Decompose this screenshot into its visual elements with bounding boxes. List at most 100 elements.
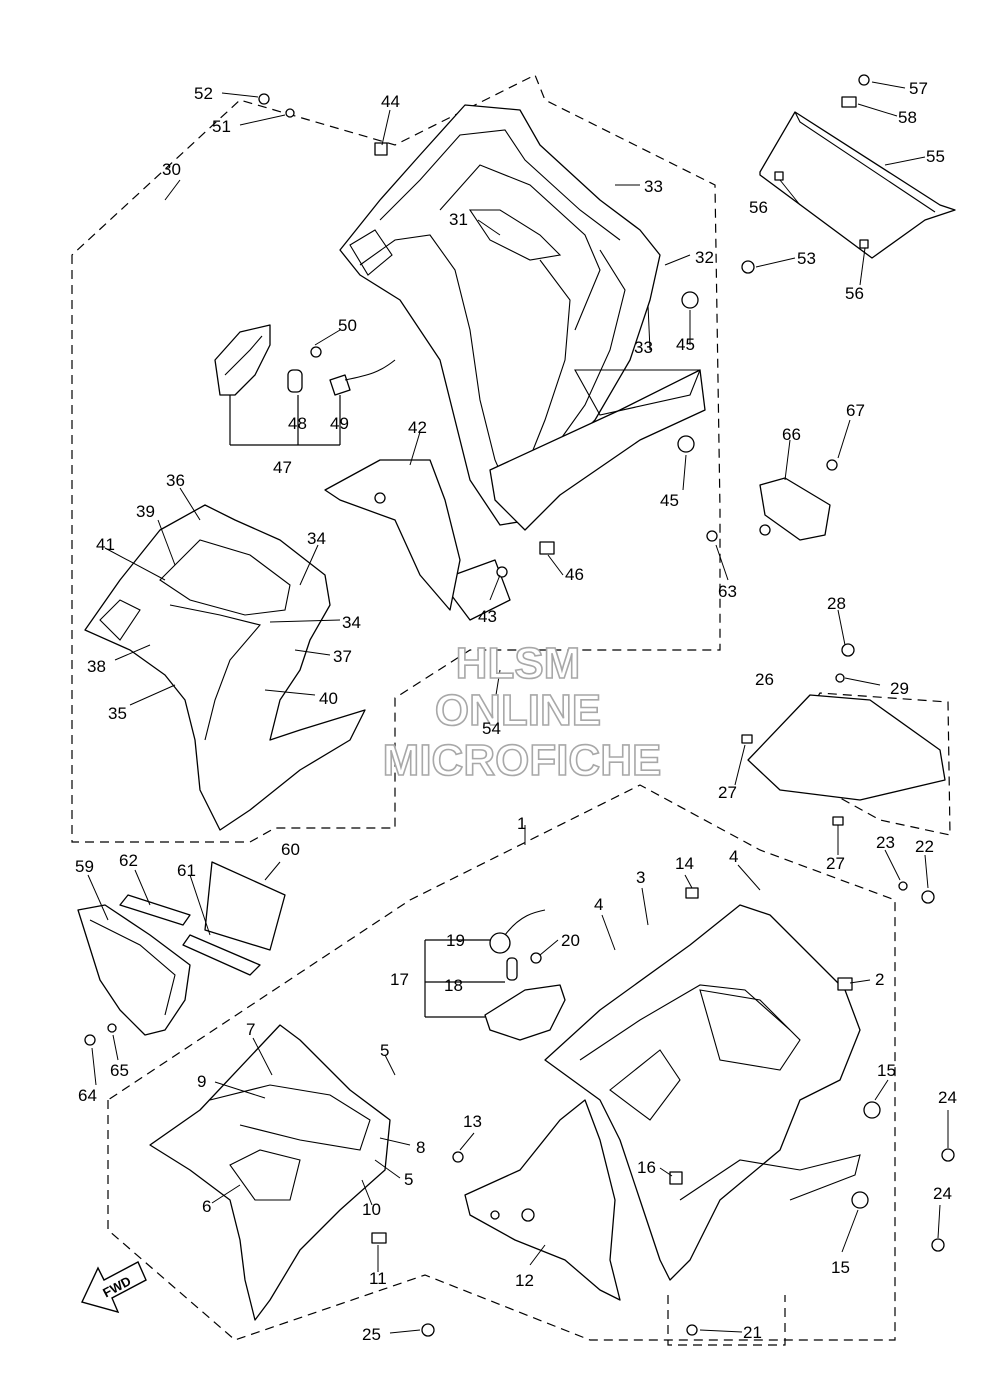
callout-44: 44 [381, 92, 400, 111]
strip-61 [182, 934, 261, 976]
callout-22: 22 [915, 837, 934, 856]
callout-40: 40 [319, 689, 338, 708]
callout-64: 64 [78, 1086, 97, 1105]
lamp-assembly-47 [214, 324, 396, 396]
callout-42: 42 [408, 418, 427, 437]
callout-66: 66 [782, 425, 801, 444]
callout-7: 7 [246, 1020, 255, 1039]
callout-65: 65 [110, 1061, 129, 1080]
grommet-45-lower [677, 435, 695, 453]
watermark: HLSM ONLINE MICROFICHE [382, 638, 662, 786]
callout-15: 15 [877, 1061, 896, 1080]
callout-15: 15 [831, 1258, 850, 1277]
callout-27: 27 [718, 783, 737, 802]
callout-4: 4 [729, 847, 738, 866]
callout-62: 62 [119, 851, 138, 870]
callout-34: 34 [307, 529, 326, 548]
upper-cowling [339, 104, 706, 621]
callout-67: 67 [846, 401, 865, 420]
watermark-line-2: ONLINE [435, 686, 601, 735]
callout-10: 10 [362, 1200, 381, 1219]
callout-19: 19 [446, 931, 465, 950]
callout-56: 56 [749, 198, 768, 217]
callout-29: 29 [890, 679, 909, 698]
callout-2: 2 [875, 970, 884, 989]
callout-28: 28 [827, 594, 846, 613]
callout-11: 11 [369, 1269, 387, 1288]
sticker-60 [204, 861, 286, 951]
callout-17: 17 [390, 970, 409, 989]
callout-45: 45 [660, 491, 679, 510]
callout-18: 18 [444, 976, 463, 995]
callout-39: 39 [136, 502, 155, 521]
callout-58: 58 [898, 108, 917, 127]
callout-8: 8 [416, 1138, 425, 1157]
callout-51: 51 [212, 117, 231, 136]
callout-5: 5 [404, 1170, 413, 1189]
side-cover-6 [149, 1024, 391, 1321]
strip-62 [119, 894, 191, 926]
callout-55: 55 [926, 147, 945, 166]
callout-61: 61 [177, 861, 196, 880]
group-21-box [667, 1295, 786, 1346]
cowl-lower-flange [489, 369, 706, 531]
callout-32: 32 [695, 248, 714, 267]
callout-43: 43 [478, 607, 497, 626]
callout-16: 16 [637, 1158, 656, 1177]
callout-49: 49 [330, 414, 349, 433]
callout-36: 36 [166, 471, 185, 490]
callout-60: 60 [281, 840, 300, 859]
watermark-line-3: MICROFICHE [383, 736, 662, 785]
leader-lines [87, 81, 949, 1334]
callout-30: 30 [162, 160, 181, 179]
lower-cowling [544, 904, 861, 1281]
callout-63: 63 [718, 582, 737, 601]
callout-25: 25 [362, 1325, 381, 1344]
group-1-outline [107, 784, 896, 1341]
callout-37: 37 [333, 647, 352, 666]
callout-38: 38 [87, 657, 106, 676]
callout-24: 24 [933, 1184, 952, 1203]
callout-23: 23 [876, 833, 895, 852]
fasteners [84, 74, 955, 1337]
callout-4: 4 [594, 895, 603, 914]
panel-59 [77, 904, 191, 1036]
side-panel-35 [84, 504, 366, 831]
callout-27: 27 [826, 854, 845, 873]
callout-24: 24 [938, 1088, 957, 1107]
callout-3: 3 [636, 868, 645, 887]
bracket-12 [464, 1099, 621, 1301]
callout-1: 1 [517, 814, 526, 833]
callout-14: 14 [675, 854, 694, 873]
callout-20: 20 [561, 931, 580, 950]
callout-6: 6 [202, 1197, 211, 1216]
lamp-assembly-17 [484, 909, 566, 1041]
callout-57: 57 [909, 79, 928, 98]
callout-5: 5 [380, 1041, 389, 1060]
watermark-line-1: HLSM [456, 639, 581, 688]
fwd-direction-arrow: FWD [81, 1261, 147, 1314]
callout-50: 50 [338, 316, 357, 335]
callout-41: 41 [96, 535, 115, 554]
callout-9: 9 [197, 1072, 206, 1091]
callout-numbers: 1 2 3 4 4 5 5 6 7 8 9 10 11 12 13 14 15 … [75, 79, 957, 1344]
callout-48: 48 [288, 414, 307, 433]
callout-33: 33 [634, 338, 653, 357]
bracket-42 [324, 459, 461, 611]
callout-31: 31 [449, 210, 468, 229]
callout-35: 35 [108, 704, 127, 723]
callout-47: 47 [273, 458, 292, 477]
callout-46: 46 [565, 565, 584, 584]
callout-56: 56 [845, 284, 864, 303]
panel-55 [759, 111, 956, 259]
callout-34: 34 [342, 613, 361, 632]
callout-54: 54 [482, 719, 501, 738]
callout-12: 12 [515, 1271, 534, 1290]
fwd-label: FWD [100, 1273, 133, 1300]
panel-26 [747, 694, 946, 801]
callout-53: 53 [797, 249, 816, 268]
callout-13: 13 [463, 1112, 482, 1131]
callout-52: 52 [194, 84, 213, 103]
callout-33: 33 [644, 177, 663, 196]
